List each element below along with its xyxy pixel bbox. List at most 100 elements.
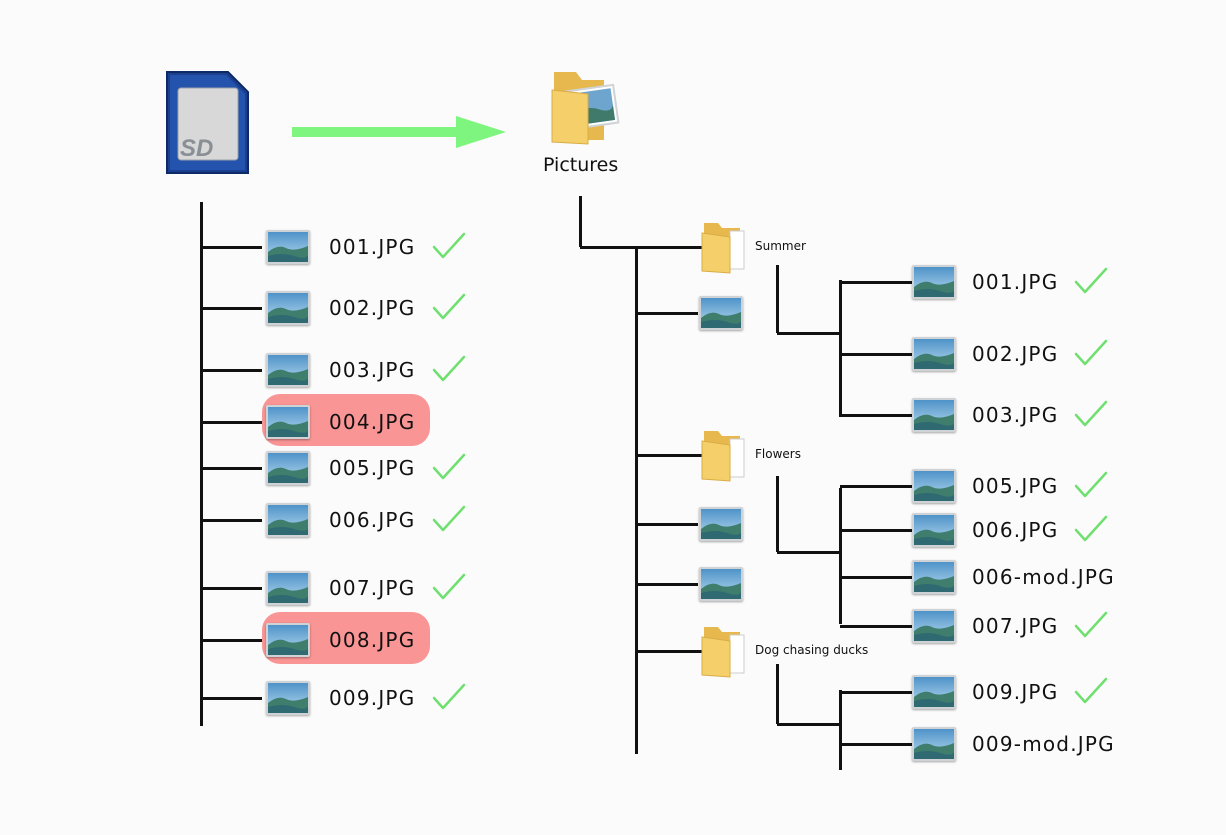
dest-file-name: 009-mod.JPG — [972, 732, 1115, 756]
dest-file-name: 009.JPG — [972, 680, 1059, 704]
sd-label: SD — [180, 135, 213, 162]
image-file-icon — [912, 265, 956, 299]
source-file-name: 006.JPG — [329, 508, 416, 532]
folder-name: Summer — [755, 239, 806, 253]
image-file-icon — [912, 513, 956, 547]
folder-link-line — [777, 722, 840, 726]
folder-icon — [700, 427, 750, 483]
source-file-name: 005.JPG — [329, 456, 416, 480]
loose-image-branch — [636, 582, 698, 586]
root-stem-line — [578, 196, 582, 247]
file-branch-line — [840, 528, 912, 532]
image-file-icon — [266, 681, 310, 715]
folder-name: Dog chasing ducks — [755, 643, 869, 657]
image-file-icon — [699, 567, 743, 601]
dest-file-name: 006-mod.JPG — [972, 565, 1115, 589]
checkmark-icon — [1074, 400, 1108, 428]
folder-stem-line — [775, 476, 779, 552]
folder-stem-line — [775, 664, 779, 724]
file-branch-line — [840, 742, 912, 746]
sd-card-icon: SD — [164, 70, 250, 176]
folder-trunk-line — [838, 690, 842, 770]
image-file-icon — [912, 727, 956, 761]
source-file-name: 003.JPG — [329, 358, 416, 382]
checkmark-icon — [1074, 471, 1108, 499]
file-branch-line — [840, 280, 912, 284]
file-branch-line — [840, 624, 912, 628]
pictures-folder-icon — [548, 68, 624, 148]
loose-image-branch — [636, 311, 698, 315]
folder-link-line — [777, 331, 840, 335]
folder-trunk-line — [838, 280, 842, 417]
checkmark-icon — [1074, 677, 1108, 705]
dest-file-name: 007.JPG — [972, 614, 1059, 638]
checkmark-icon — [432, 355, 466, 383]
image-file-icon — [266, 230, 310, 264]
image-file-icon — [266, 571, 310, 605]
checkmark-icon — [432, 232, 466, 260]
folder-stem-line — [775, 265, 779, 333]
checkmark-icon — [1074, 515, 1108, 543]
source-branch-line — [201, 518, 262, 522]
image-file-icon — [266, 503, 310, 537]
source-file-name: 001.JPG — [329, 235, 416, 259]
folder-branch-line — [636, 453, 702, 457]
image-file-icon — [266, 623, 310, 657]
image-file-icon — [912, 398, 956, 432]
source-branch-line — [201, 696, 262, 700]
source-branch-line — [201, 586, 262, 590]
dest-file-name: 002.JPG — [972, 342, 1059, 366]
checkmark-icon — [432, 683, 466, 711]
folder-link-line — [777, 550, 840, 554]
folder-icon — [700, 219, 750, 275]
image-file-icon — [912, 560, 956, 594]
file-branch-line — [840, 484, 912, 488]
folder-trunk-line — [838, 488, 842, 624]
image-file-icon — [912, 337, 956, 371]
image-file-icon — [912, 675, 956, 709]
checkmark-icon — [432, 453, 466, 481]
source-file-name: 007.JPG — [329, 576, 416, 600]
image-file-icon — [699, 296, 743, 330]
dest-file-name: 005.JPG — [972, 474, 1059, 498]
file-branch-line — [840, 352, 912, 356]
folder-branch-line — [636, 245, 702, 249]
checkmark-icon — [432, 293, 466, 321]
file-branch-line — [840, 413, 912, 417]
folder-branch-line — [636, 649, 702, 653]
checkmark-icon — [432, 573, 466, 601]
source-branch-line — [201, 638, 262, 642]
image-file-icon — [699, 507, 743, 541]
checkmark-icon — [1074, 339, 1108, 367]
source-branch-line — [201, 420, 262, 424]
dest-file-name: 003.JPG — [972, 403, 1059, 427]
pictures-label: Pictures — [543, 154, 619, 176]
checkmark-icon — [1074, 267, 1108, 295]
source-branch-line — [201, 245, 262, 249]
source-file-name: 008.JPG — [329, 628, 416, 652]
source-file-name: 009.JPG — [329, 686, 416, 710]
loose-image-branch — [636, 522, 698, 526]
source-file-name: 002.JPG — [329, 296, 416, 320]
source-trunk-line — [199, 202, 203, 726]
source-branch-line — [201, 368, 262, 372]
image-file-icon — [266, 451, 310, 485]
image-file-icon — [266, 291, 310, 325]
checkmark-icon — [1074, 611, 1108, 639]
pictures-trunk-line — [634, 247, 638, 754]
source-file-name: 004.JPG — [329, 410, 416, 434]
folder-icon — [700, 623, 750, 679]
dest-file-name: 006.JPG — [972, 518, 1059, 542]
image-file-icon — [912, 469, 956, 503]
folder-name: Flowers — [755, 447, 801, 461]
image-file-icon — [266, 405, 310, 439]
file-branch-line — [840, 690, 912, 694]
checkmark-icon — [432, 505, 466, 533]
copy-arrow — [292, 114, 508, 150]
dest-file-name: 001.JPG — [972, 270, 1059, 294]
source-branch-line — [201, 306, 262, 310]
image-file-icon — [912, 609, 956, 643]
source-branch-line — [201, 466, 262, 470]
file-branch-line — [840, 575, 912, 579]
